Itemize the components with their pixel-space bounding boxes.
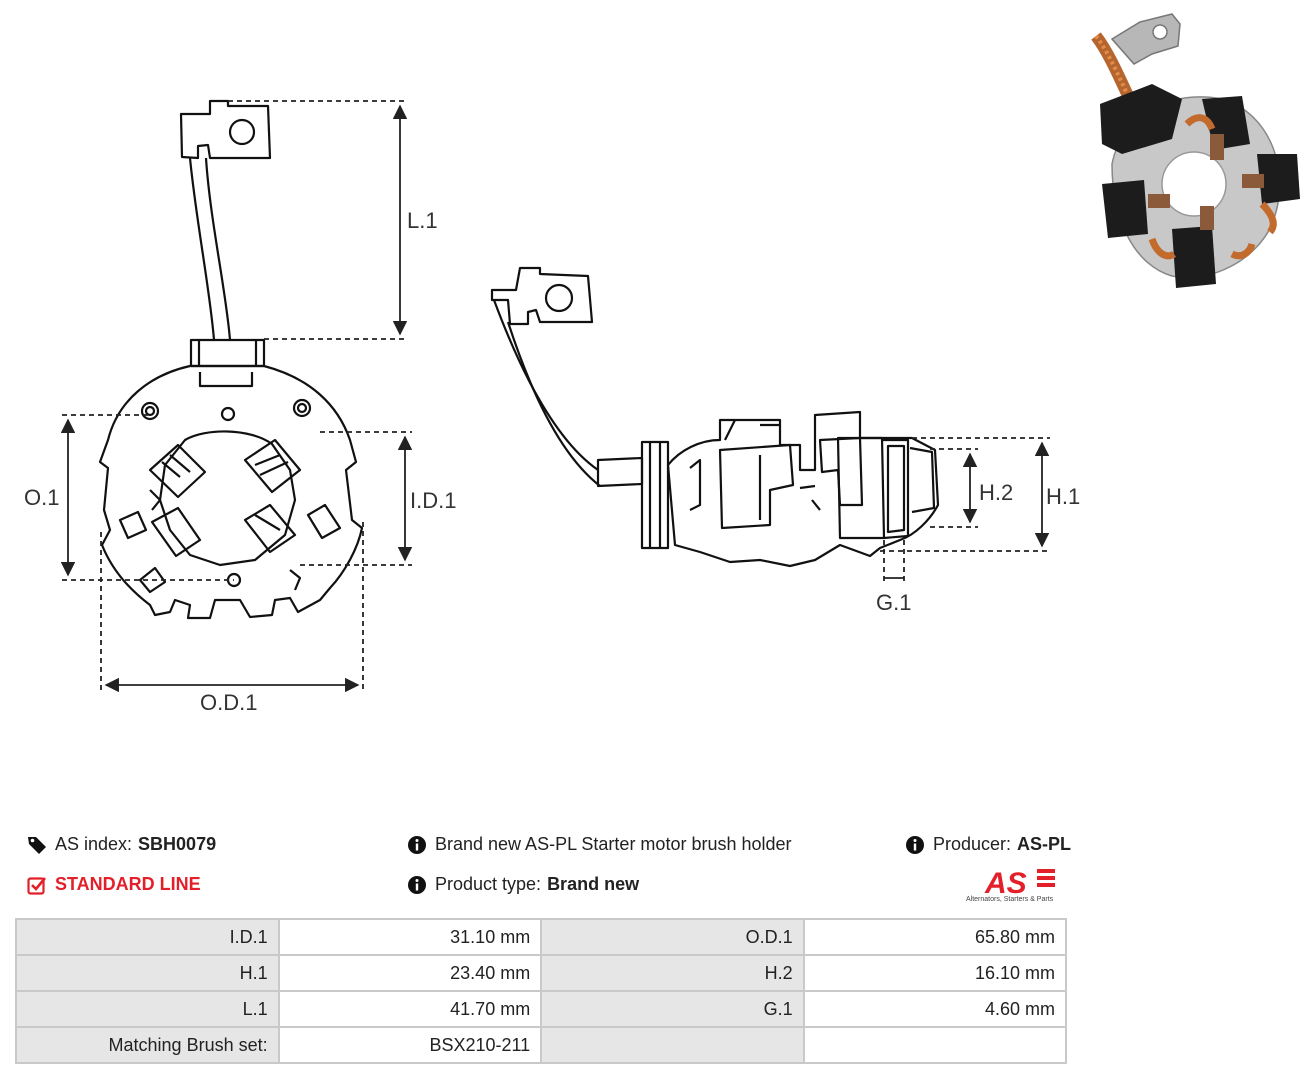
spec-value: 41.70 mm (277, 990, 543, 1028)
producer-value: AS-PL (1017, 834, 1072, 854)
table-row: I.D.1 31.10 mm O.D.1 65.80 mm (15, 918, 1068, 956)
spec-value: 16.10 mm (802, 954, 1068, 992)
as-index-label: AS index: (55, 834, 133, 854)
description-text: Brand new AS-PL Starter motor brush hold… (435, 834, 792, 854)
spec-label: Matching Brush set: (15, 1026, 280, 1064)
product-type-label: Product type: (435, 874, 542, 894)
product-photo (1091, 13, 1300, 288)
info-circle-icon (408, 835, 426, 854)
dim-label-od1: O.D.1 (200, 690, 257, 715)
technical-drawing: L.1 O.1 I.D.1 O.D.1 H.1 H.2 G.1 (24, 99, 1080, 715)
spec-label: G.1 (540, 990, 805, 1028)
description: Brand new AS-PL Starter motor brush hold… (407, 834, 792, 855)
spec-value (802, 1026, 1068, 1064)
as-index: AS index: SBH0079 (27, 834, 216, 855)
standard-line-label: STANDARD LINE (55, 874, 201, 894)
check-square-icon (27, 876, 47, 895)
dim-label-h2: H.2 (979, 480, 1013, 505)
spec-label: H.1 (15, 954, 280, 992)
info-circle-icon (906, 835, 924, 854)
tag-icon (28, 836, 46, 854)
as-pl-logo: AS (984, 867, 1055, 900)
product-type: Product type: Brand new (407, 874, 639, 895)
product-type-value: Brand new (547, 874, 640, 894)
specs-table: I.D.1 31.10 mm O.D.1 65.80 mm H.1 23.40 … (15, 918, 1068, 1064)
spec-value: 4.60 mm (802, 990, 1068, 1028)
producer: Producer: AS-PL (905, 834, 1071, 855)
spec-label: H.2 (540, 954, 805, 992)
producer-label: Producer: (933, 834, 1012, 854)
spec-label: I.D.1 (15, 918, 280, 956)
svg-text:AS: AS (984, 867, 1027, 900)
table-row: L.1 41.70 mm G.1 4.60 mm (15, 990, 1068, 1028)
dim-label-id1: I.D.1 (410, 488, 456, 513)
table-row: H.1 23.40 mm H.2 16.10 mm (15, 954, 1068, 992)
spec-label: O.D.1 (540, 918, 805, 956)
spec-value: 65.80 mm (802, 918, 1068, 956)
dim-label-l1: L.1 (407, 208, 438, 233)
dim-label-o1: O.1 (24, 485, 59, 510)
spec-value: BSX210-211 (277, 1026, 543, 1064)
logo-subtitle: Alternators, Starters & Parts (966, 896, 1054, 903)
dim-label-g1: G.1 (876, 590, 911, 615)
dim-label-h1: H.1 (1046, 484, 1080, 509)
standard-line: STANDARD LINE (27, 874, 201, 895)
spec-label (540, 1026, 805, 1064)
info-circle-icon (408, 875, 426, 894)
as-index-value: SBH0079 (138, 834, 217, 854)
spec-value: 31.10 mm (277, 918, 543, 956)
spec-value: 23.40 mm (277, 954, 543, 992)
spec-label: L.1 (15, 990, 280, 1028)
table-row: Matching Brush set: BSX210-211 (15, 1026, 1068, 1064)
